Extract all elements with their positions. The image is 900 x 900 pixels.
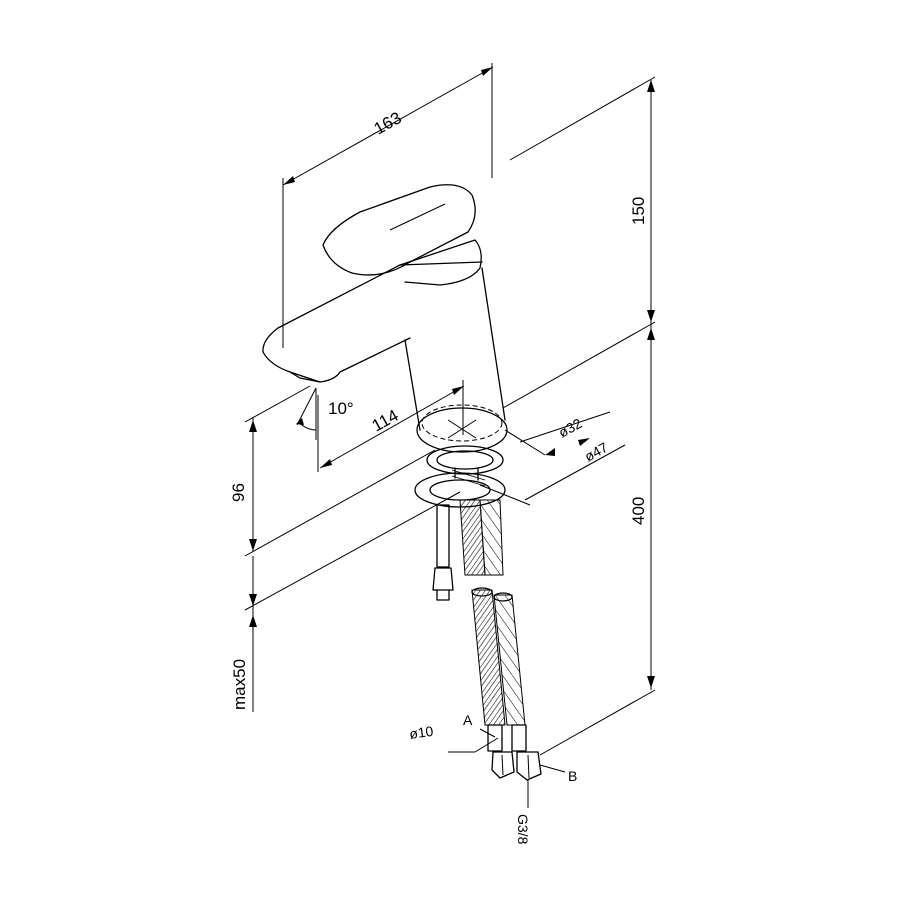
faucet-body: [262, 184, 508, 453]
dimension-angle-10: 10°: [296, 387, 354, 440]
dimension-96: 96: [229, 385, 436, 557]
connector-labels: A B ø10 G3/8: [408, 712, 577, 845]
dimension-114: 114: [317, 380, 465, 472]
dimension-max50: max50: [230, 491, 461, 712]
label-b: B: [568, 768, 577, 784]
flex-hoses: [459, 499, 542, 781]
label-g38: G3/8: [515, 814, 531, 845]
dimension-163-label: 163: [371, 108, 405, 138]
dimension-400-label: 400: [629, 497, 648, 525]
label-tube-10: ø10: [408, 723, 434, 742]
dimension-96-label: 96: [229, 483, 248, 502]
label-a: A: [463, 712, 473, 728]
mounting-hardware: [414, 445, 506, 601]
dimension-163: 163: [282, 63, 494, 348]
dimension-150-label: 150: [629, 197, 648, 225]
dimension-max50-label: max50: [230, 659, 249, 710]
dimension-114-label: 114: [369, 406, 402, 436]
dimension-angle-10-label: 10°: [328, 399, 354, 418]
dimension-dia47-label: ø47: [582, 439, 611, 465]
dimension-400: 400: [502, 321, 656, 756]
dimension-150: 150: [509, 76, 656, 322]
dimension-dia32-label: ø32: [556, 415, 585, 441]
